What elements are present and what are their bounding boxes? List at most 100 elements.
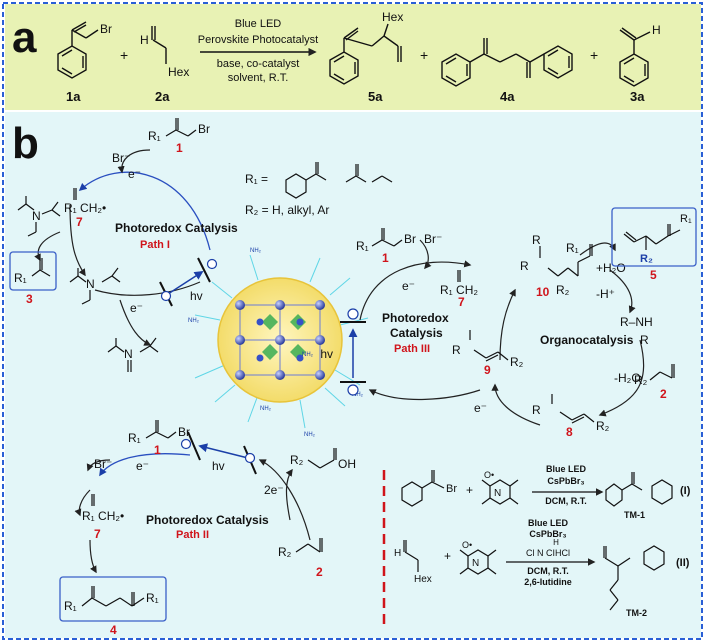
path-i-hv: hv: [190, 289, 203, 303]
path-i-product-arrow: [34, 231, 61, 262]
path-iii-title: Photoredox: [382, 311, 449, 325]
path-iii-organocatalysis: Organocatalysis: [540, 333, 634, 347]
path-ii-compound-1-number: 1: [154, 443, 161, 457]
control-i-product: TM-1: [624, 510, 645, 520]
reactant-2a-H: H: [140, 33, 149, 47]
path-iii-intermediate-10-R2: R₂: [556, 283, 570, 297]
path-iii-product-5-box: [611, 207, 697, 267]
path-i-br-minus: Br⁻: [112, 151, 130, 165]
product-5a-group: Hex: [382, 10, 403, 24]
product-3a-label: 3a: [630, 89, 645, 104]
path-ii-e-minus: e⁻: [136, 459, 149, 473]
control-reaction-i: Br + N O• Blue LED CsPbBr₃ DCM, R.T. TM-…: [401, 464, 691, 520]
control-ii-cond-3: DCM, R.T.: [527, 566, 569, 576]
path-iii-arc-enamine: [598, 339, 645, 417]
product-4a-structure: [441, 38, 573, 87]
path-i-excitation-arrow: [167, 271, 204, 295]
product-3a-structure: [619, 27, 651, 87]
path-iii-radical-7: R₁ CH₂: [440, 283, 478, 297]
path-iii-hole-icon: [347, 384, 359, 396]
panel-b: b R₁ = R₂ = H, alkyl, Ar Br⁻ e⁻: [5, 112, 701, 638]
path-i-product-3-structure: [31, 258, 51, 277]
path-iii-arc-top: [359, 260, 472, 321]
r1-ester-structure: [345, 164, 393, 183]
path-iii-plus-water: +H₂O: [596, 261, 626, 275]
r1-phenyl-ketone-structure: [285, 162, 327, 199]
plus-sign-2: +: [420, 47, 428, 63]
control-ii-tempo-O: O•: [462, 540, 472, 550]
path-i-product-3-number: 3: [26, 292, 33, 306]
path-iii-product-5-R2: R₂: [640, 253, 653, 265]
path-iii-intermediate-10-structure: [539, 244, 593, 277]
path-i-arc-bottom: [94, 281, 201, 296]
path-iii-enamine-8-structure: [551, 394, 595, 424]
r1-definition: R₁ =: [245, 172, 268, 186]
path-i-e-minus-bottom: e⁻: [130, 301, 143, 315]
path-ii-electron-icon: [180, 438, 192, 450]
path-iii-compound-1-number: 1: [382, 251, 389, 265]
path-iii-br-arrow: [419, 239, 432, 270]
path-iii-amine-R: R: [640, 333, 649, 347]
r2-definition: R₂ = H, alkyl, Ar: [245, 203, 329, 217]
path-iii-radical-7-number: 7: [458, 295, 465, 309]
control-ii-additive-H: H: [553, 538, 559, 547]
path-iii-radical-cation-9-structure: [469, 330, 509, 362]
nanocrystal-ligands: [194, 254, 369, 429]
path-iii-hv: hv: [320, 347, 333, 361]
control-ii-reactant-structure: [403, 540, 419, 572]
path-ii-compound-1-R: R₁: [128, 431, 141, 445]
path-iii-minus-water: -H₂O: [614, 371, 641, 385]
path-iii-radical-cation-9-R: R: [452, 343, 461, 357]
product-3a-H: H: [652, 23, 661, 37]
path-ii-br-minus: Br⁻: [94, 457, 112, 471]
path-i-product-3-R: R₁: [14, 271, 27, 285]
path-ii-arc-product: [89, 539, 97, 574]
condition-solvent: solvent, R.T.: [228, 72, 289, 84]
path-ii-product-4-number: 4: [110, 623, 117, 637]
path-i-radical-7-number: 7: [76, 215, 83, 229]
path-ii-product-4-R-left: R₁: [64, 599, 77, 613]
control-ii-tempo-structure: [459, 549, 497, 575]
product-5a-structure: [329, 23, 402, 85]
control-ii-tag: (II): [676, 557, 690, 569]
control-ii-product-structure: [603, 545, 665, 611]
path-iii-e-minus-top: e⁻: [402, 279, 415, 293]
path-i-cycle: Br⁻ e⁻ R₁ Br 1 R₁ CH₂• 7: [9, 118, 238, 372]
path-ii-arc-left: [74, 489, 91, 517]
path-ii-acid-R: R₂: [290, 453, 304, 467]
control-ii-additive: Cl N CIHCl: [526, 548, 570, 558]
path-i-radical-7-structure: [73, 188, 77, 200]
control-ii-cond-1: Blue LED: [528, 518, 569, 528]
nanocrystal-ligand-label-2: NH₂: [188, 318, 200, 324]
path-iii-enamine-8-number: 8: [566, 425, 573, 439]
path-i-radical-cation-structure: [69, 267, 121, 305]
path-iii-title-2: Catalysis: [390, 326, 443, 340]
control-ii-H: H: [394, 548, 401, 559]
reactant-2a-group: Hex: [168, 65, 189, 79]
product-5a-label: 5a: [368, 89, 383, 104]
path-i-cb-bar: [197, 257, 211, 283]
path-ii-acid-structure: [307, 448, 337, 469]
path-i-arc-left: [69, 204, 86, 277]
path-ii-excitation-arrow: [198, 443, 249, 459]
path-iii-radical-cation-9-number: 9: [484, 363, 491, 377]
path-ii-title: Photoredox Catalysis: [146, 513, 269, 527]
path-i-subtitle: Path I: [140, 239, 170, 251]
path-iii-compound-2-structure: [649, 364, 675, 381]
path-i-amine-N: N: [32, 209, 41, 223]
control-i-plus: +: [466, 483, 473, 497]
path-i-radical-cation-N: N: [86, 277, 95, 291]
path-i-compound-1-R: R₁: [148, 129, 161, 143]
path-ii-compound-2-number: 2: [316, 565, 323, 579]
path-ii-acid-group: OH: [338, 457, 356, 471]
path-ii-subtitle: Path II: [176, 529, 209, 541]
path-i-compound-1-structure: [165, 118, 197, 137]
control-i-tempo-O: O•: [484, 470, 494, 480]
path-iii-radical-cation-9-R2: R₂: [510, 355, 524, 369]
path-i-amine-structure: [17, 196, 61, 237]
nanocrystal-ligand-label-6: NH₂: [302, 352, 314, 358]
path-iii-radical-7-structure: [457, 270, 461, 282]
path-i-band-gap: hv: [159, 257, 218, 307]
